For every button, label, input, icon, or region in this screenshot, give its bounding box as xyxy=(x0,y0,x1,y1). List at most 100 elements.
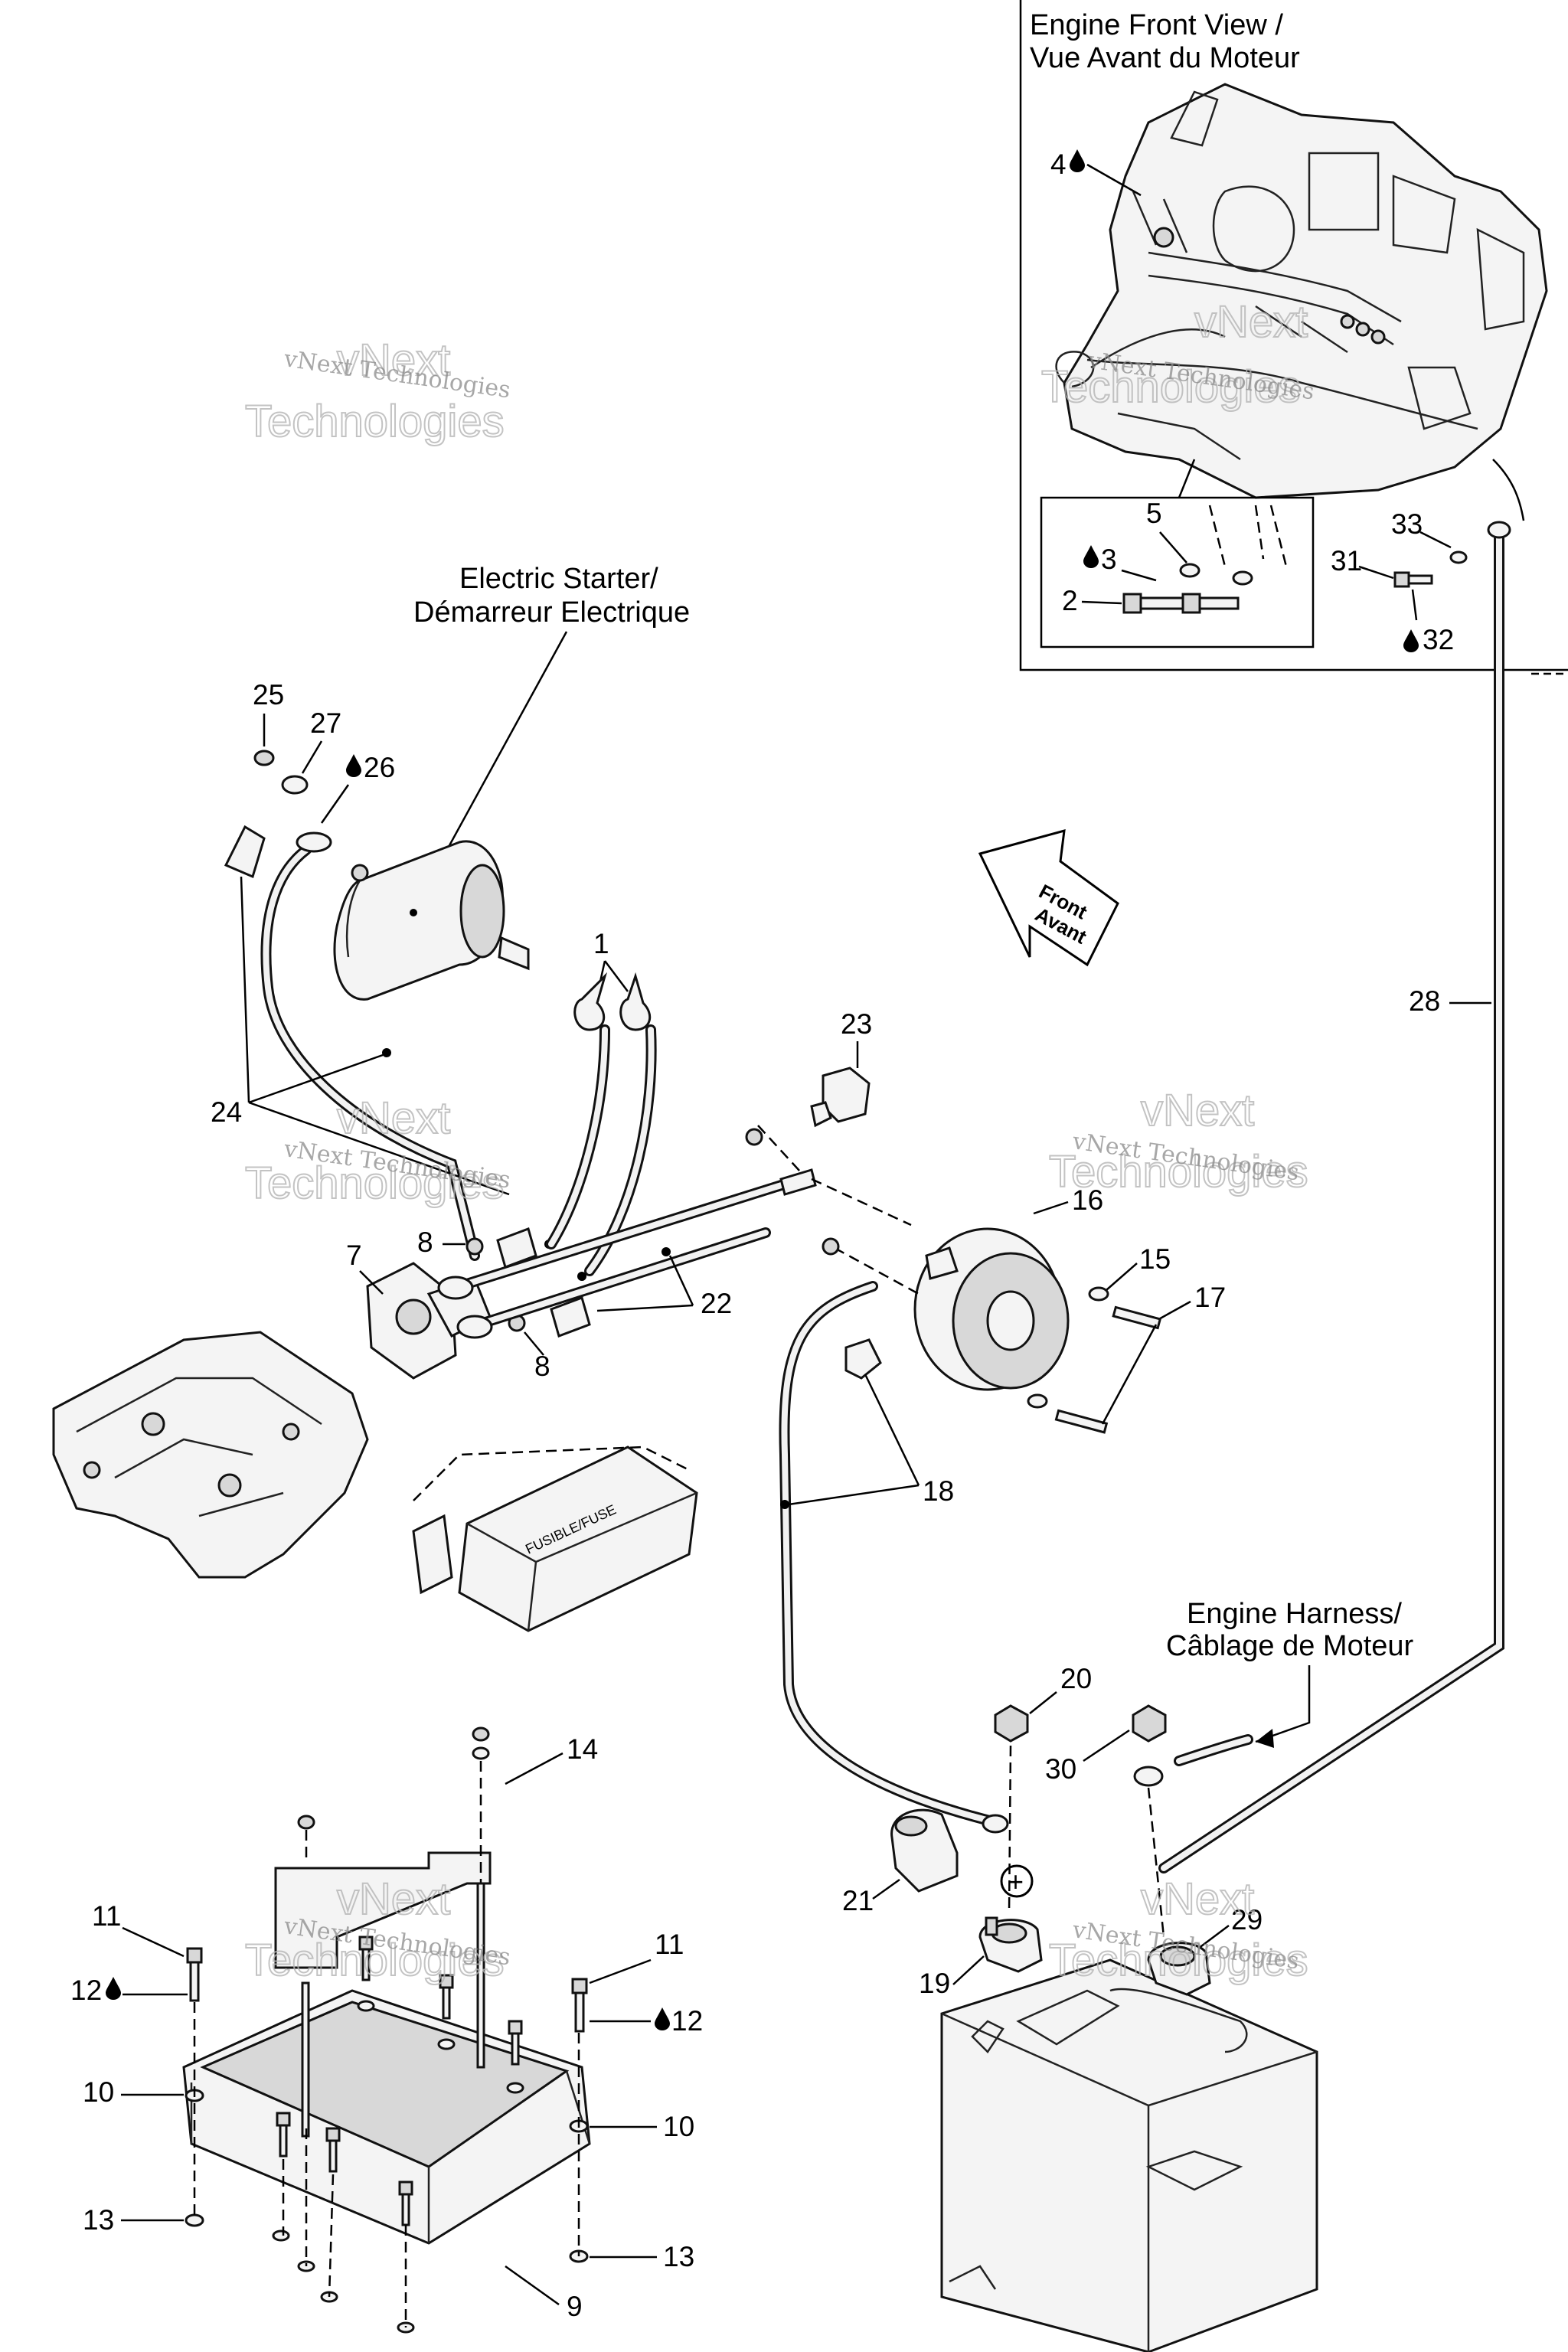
svg-text:vNext: vNext xyxy=(337,1093,450,1143)
part-24-starter-cable xyxy=(260,831,554,1261)
part-8-nut xyxy=(466,1237,484,1256)
part-17-screw-b xyxy=(1054,1409,1109,1434)
label-8b: 8 xyxy=(534,1351,550,1382)
part-28-ground-cable xyxy=(1158,531,1504,1873)
label-5: 5 xyxy=(1146,498,1162,529)
engine-harness-title-line2: Câblage de Moteur xyxy=(1166,1630,1414,1662)
part-24-cable-boot xyxy=(224,825,266,879)
part-10-13-washers xyxy=(185,2000,589,2334)
part-21-cover xyxy=(890,1808,959,1893)
electric-starter-group: Electric Starter/ Démarreur Electrique 2… xyxy=(224,563,690,1001)
label-1: 1 xyxy=(593,928,609,959)
label-23: 23 xyxy=(841,1008,872,1040)
label-18: 18 xyxy=(923,1475,954,1507)
label-10a: 10 xyxy=(83,2076,114,2108)
battery-group: + 19 29 20 21 30 xyxy=(842,1663,1318,2352)
svg-text:vNext: vNext xyxy=(1141,1086,1254,1135)
label-11b: 11 xyxy=(655,1929,684,1960)
watermark-group: vNext Technologies vNext Technologies vN… xyxy=(244,296,1316,1986)
label-12a: 12 xyxy=(70,1975,102,2006)
label-17: 17 xyxy=(1194,1282,1226,1313)
label-3: 3 xyxy=(1101,544,1117,575)
part-15-washer xyxy=(1088,1286,1109,1302)
frame-bracket-sketch xyxy=(52,1331,369,1579)
label-32-grease-icon xyxy=(1403,629,1419,652)
fuse-box-sketch: FUSIBLE/FUSE xyxy=(412,1446,698,1632)
electric-starter-motor xyxy=(333,840,530,1001)
label-33: 33 xyxy=(1391,508,1423,540)
part-22-cables xyxy=(437,1125,912,1339)
engine-illustration xyxy=(1055,83,1548,499)
label-4: 4 xyxy=(1050,149,1067,180)
svg-text:Technologies: Technologies xyxy=(245,1158,505,1208)
part-1-clamps: 1 xyxy=(546,928,657,1276)
svg-text:vNext: vNext xyxy=(337,1874,450,1924)
battery xyxy=(940,1958,1318,2352)
watermark-6: vNext Technologies vNext Technologies xyxy=(1048,1873,1309,1986)
watermark-1: vNext Technologies vNext Technologies xyxy=(244,335,512,447)
label-10b: 10 xyxy=(663,2111,694,2142)
positive-sign: + xyxy=(1008,1866,1024,1897)
label-21: 21 xyxy=(842,1885,874,1916)
svg-text:Technologies: Technologies xyxy=(1041,362,1301,412)
label-12b-grease-icon xyxy=(655,2007,670,2030)
watermark-3: vNext Technologies vNext Technologies xyxy=(244,1093,512,1209)
part-19-positive-clamp xyxy=(978,1916,1043,1973)
label-20: 20 xyxy=(1060,1663,1092,1694)
label-16: 16 xyxy=(1072,1184,1103,1216)
engine-front-view-title-line2: Vue Avant du Moteur xyxy=(1030,42,1300,74)
svg-text:vNext: vNext xyxy=(1194,297,1308,347)
part-30-nut xyxy=(1132,1704,1167,1938)
engine-front-view-inset: Engine Front View / Vue Avant du Moteur xyxy=(1019,0,1568,675)
electric-starter-title-line1: Electric Starter/ xyxy=(459,563,658,595)
part-2-bolt xyxy=(1122,593,1184,614)
label-31: 31 xyxy=(1331,545,1362,577)
label-25: 25 xyxy=(253,679,284,710)
part-27-washer xyxy=(281,775,309,795)
label-19: 19 xyxy=(919,1968,950,1999)
label-27: 27 xyxy=(310,707,341,739)
part-11-bolts xyxy=(186,1882,588,2226)
front-direction-arrow: Front Avant xyxy=(978,828,1119,967)
part-25-nut xyxy=(253,750,275,766)
part-5-washer xyxy=(1179,563,1200,578)
label-22: 22 xyxy=(701,1288,732,1319)
svg-text:vNext: vNext xyxy=(337,335,450,385)
label-9: 9 xyxy=(567,2291,583,2322)
label-26: 26 xyxy=(364,752,395,783)
label-30: 30 xyxy=(1045,1753,1076,1785)
label-14: 14 xyxy=(567,1733,598,1765)
bolt-detail-box xyxy=(1040,496,1315,648)
ground-cable-assembly: 33 31 32 28 xyxy=(1158,508,1511,1873)
label-28: 28 xyxy=(1409,985,1440,1017)
label-29: 29 xyxy=(1231,1904,1263,1936)
part-2-bolt-b xyxy=(1181,593,1240,614)
label-7: 7 xyxy=(346,1240,362,1271)
label-11a: 11 xyxy=(92,1900,121,1932)
label-13b: 13 xyxy=(663,2241,694,2272)
label-4-grease-icon xyxy=(1070,149,1085,172)
svg-text:Technologies: Technologies xyxy=(245,397,505,446)
label-26-grease-icon xyxy=(346,754,361,777)
part-7-solenoid: 7 xyxy=(346,1240,492,1380)
svg-text:Technologies: Technologies xyxy=(1049,1147,1308,1197)
label-32: 32 xyxy=(1423,624,1454,655)
part-20-nut xyxy=(994,1704,1029,1915)
part-23-boot: 23 xyxy=(810,1008,872,1128)
label-2: 2 xyxy=(1062,585,1078,616)
part-5-washer-b xyxy=(1232,570,1253,586)
engine-harness-title-line1: Engine Harness/ xyxy=(1187,1598,1402,1630)
engine-front-view-title-line1: Engine Front View / xyxy=(1030,9,1283,41)
watermark-5: vNext Technologies vNext Technologies xyxy=(244,1873,512,1986)
label-8a: 8 xyxy=(417,1227,433,1258)
svg-text:Technologies: Technologies xyxy=(1049,1936,1308,1985)
label-12a-grease-icon xyxy=(106,1977,121,2000)
label-12b: 12 xyxy=(671,2005,703,2037)
part-16-relay: 16 xyxy=(913,1184,1103,1391)
label-24: 24 xyxy=(211,1096,242,1128)
label-15: 15 xyxy=(1139,1243,1171,1275)
part-15-washer-b xyxy=(1027,1393,1048,1409)
label-3-grease-icon xyxy=(1083,545,1099,568)
part-18-cable xyxy=(779,1237,1009,1834)
